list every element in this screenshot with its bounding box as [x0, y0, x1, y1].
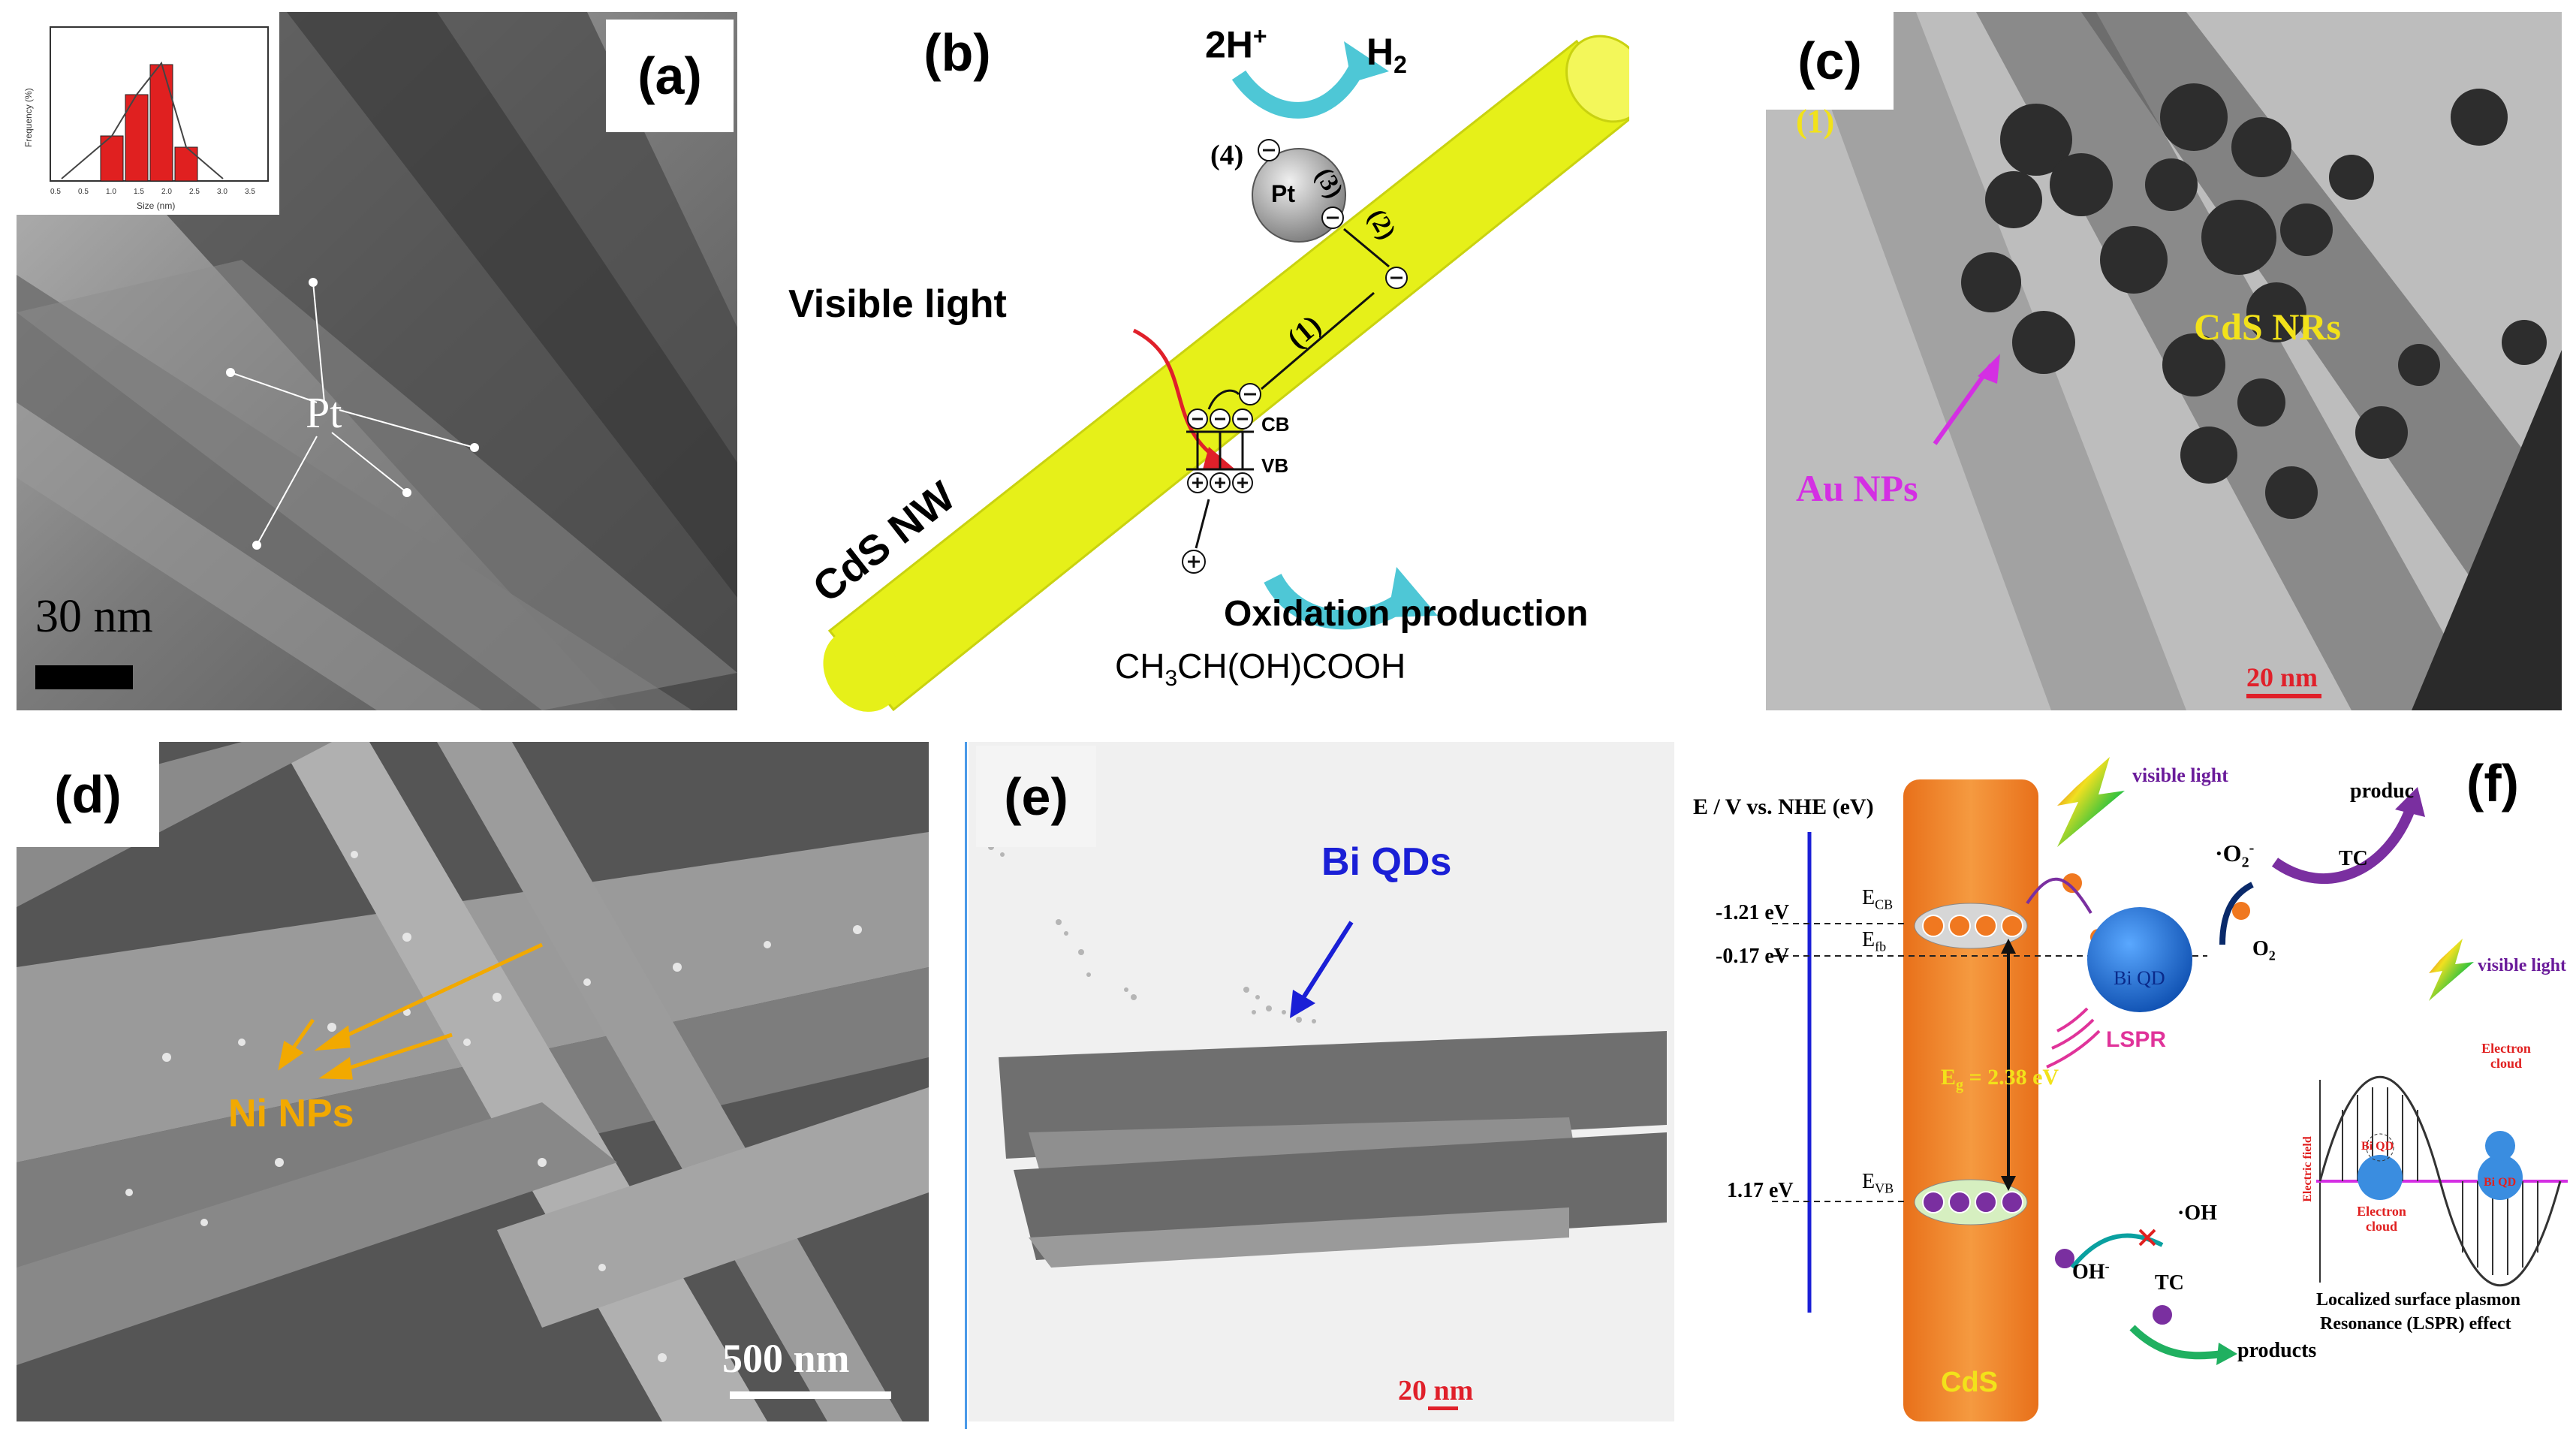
inset-tick-2: 1.0	[106, 188, 116, 196]
inset-histogram: Frequency (%) Size (nm) 0.5 0.5 1.0 1.5 …	[17, 12, 279, 215]
bi-qd-sphere	[2087, 907, 2192, 1012]
hist-bar-3	[149, 64, 173, 182]
inset-tick-4: 2.0	[161, 188, 172, 196]
superoxide-label: ·O2-	[2215, 840, 2255, 871]
lspr-label: LSPR	[2106, 1027, 2167, 1052]
panel-c-scale-bar	[2246, 694, 2321, 698]
panel-d-scale-bar-label: 500 nm	[722, 1336, 850, 1381]
oxidation-label: Oxidation production	[1224, 594, 1589, 634]
bi-qd-small-label-1: Bi QD	[2361, 1140, 2394, 1153]
hist-bar-2	[125, 94, 149, 182]
cds-block	[1903, 779, 2038, 1421]
panel-e-scale-bar	[1428, 1406, 1458, 1410]
cds-nrs-label: CdS NRs	[2194, 306, 2341, 348]
pt-sphere-label: Pt	[1271, 180, 1295, 207]
panel-d-micrograph	[17, 742, 929, 1421]
panel-c-scale-bar-label: 20 nm	[2246, 662, 2318, 692]
bi-qd-label: Bi QD	[2114, 967, 2165, 989]
panel-b-diagram	[823, 35, 1629, 712]
visible-light-label: Visible light	[788, 282, 1007, 326]
panel-c: (c) (1) CdS NRs Au NPs 20 nm	[1766, 12, 2562, 710]
hydroxide-label: OH-	[2072, 1259, 2110, 1284]
au-arrowhead	[1978, 354, 2000, 384]
h-plus-label: 2H+	[1205, 23, 1267, 66]
electric-field-label: Electric field	[2300, 1136, 2314, 1202]
ecb-value: -1.21 eV	[1716, 901, 1789, 924]
products-bottom-label: products	[2237, 1339, 2317, 1362]
inset-tick-7: 3.5	[245, 188, 255, 196]
panel-a-label: (a)	[606, 20, 734, 132]
panel-e-scale-bar-label: 20 nm	[1398, 1375, 1474, 1406]
bi-qds-label: Bi QDs	[1321, 840, 1452, 884]
panel-e-micrograph	[969, 742, 1674, 1421]
h2-label: H2	[1366, 31, 1407, 78]
tc-top-label: TC	[2339, 847, 2368, 870]
energy-axis-label: E / V vs. NHE (eV)	[1693, 794, 1874, 819]
panel-a-scale-bar-label: 30 nm	[35, 591, 153, 642]
inset-tick-1: 0.5	[78, 188, 89, 196]
electron-cloud-top-label: Electron cloud	[2481, 1041, 2531, 1071]
efb-label: Efb	[1862, 928, 1887, 954]
panel-a-scale-bar	[35, 665, 133, 689]
panel-d: (d) Ni NPs 500 nm	[17, 742, 929, 1421]
visible-light-arrow	[1132, 328, 1218, 460]
ecb-label: ECB	[1862, 886, 1894, 912]
pt-label: Pt	[306, 388, 342, 437]
panel-e-label: (e)	[976, 746, 1096, 847]
panel-b: (b) 2H+ H2 (4) (3) Pt (2) (1) Visible li…	[743, 0, 1629, 713]
band-diagram	[1186, 430, 1254, 471]
lightning-icon	[2057, 757, 2125, 847]
lspr-sine-diagram	[2316, 1075, 2568, 1287]
panel-f-label: (f)	[2436, 742, 2549, 825]
lightning-icon-small	[2429, 939, 2474, 1001]
visible-light-label-small: visible light	[2478, 956, 2567, 975]
hist-bar-4	[174, 146, 198, 182]
efb-value: -0.17 eV	[1716, 945, 1789, 968]
vb-label: VB	[1261, 454, 1289, 477]
panel-f: (f) E / V vs. NHE (eV) -1.21 eV -0.17 eV…	[1682, 742, 2568, 1429]
panel-a: Frequency (%) Size (nm) 0.5 0.5 1.0 1.5 …	[17, 12, 737, 710]
panel-d-label: (d)	[17, 742, 159, 847]
panel-d-scale-bar	[730, 1391, 891, 1399]
bi-qds-arrowhead	[1290, 990, 1315, 1018]
inset-tick-0: 0.5	[50, 188, 61, 196]
h2-evolution-arrow	[1231, 60, 1366, 119]
inset-tick-6: 3.0	[217, 188, 227, 196]
lspr-waves	[2046, 1007, 2101, 1069]
inset-tick-5: 2.5	[189, 188, 200, 196]
evb-value: 1.17 eV	[1727, 1179, 1794, 1202]
hydroxyl-radical-label: ·OH	[2177, 1201, 2217, 1225]
lspr-caption-1: Localized surface plasmon	[2316, 1290, 2520, 1310]
panel-f-diagram	[1772, 757, 2568, 1421]
band-gap-label: Eg = 2.38 eV	[1941, 1065, 2059, 1093]
panel-e: (e) Bi QDs 20 nm	[969, 742, 1674, 1421]
electron-cloud-bottom-label: Electron cloud	[2357, 1204, 2406, 1234]
inset-tick-3: 1.5	[134, 188, 144, 196]
tc-bottom-label: TC	[2155, 1271, 2184, 1295]
reactant-label: CH3CH(OH)COOH	[1115, 647, 1406, 692]
panel-c-label: (c)	[1766, 12, 1894, 110]
cds-label: CdS	[1941, 1367, 1998, 1398]
step-4: (4)	[1210, 140, 1244, 171]
products-top-label: produc	[2350, 779, 2415, 803]
lspr-caption-2: Resonance (LSPR) effect	[2320, 1314, 2511, 1334]
panel-b-label: (b)	[923, 23, 991, 82]
o2-label: O2	[2252, 937, 2276, 963]
panel-c-micrograph	[1766, 12, 2562, 710]
ni-nps-label: Ni NPs	[228, 1092, 354, 1135]
bi-qd-small-label-2: Bi QD	[2484, 1176, 2517, 1189]
inset-xlabel: Size (nm)	[137, 200, 175, 211]
hist-fit-line	[61, 61, 224, 179]
panel-divider	[965, 742, 967, 1429]
au-nps-label: Au NPs	[1796, 467, 1918, 509]
pt-pointers	[226, 278, 479, 550]
panel-c-corner-label: (1)	[1796, 103, 1835, 140]
evb-label: EVB	[1862, 1170, 1894, 1196]
visible-light-label-top: visible light	[2132, 764, 2228, 786]
inset-ylabel: Frequency (%)	[23, 88, 34, 147]
tc-degradation-arrow	[2271, 807, 2415, 885]
cb-label: CB	[1261, 413, 1290, 436]
